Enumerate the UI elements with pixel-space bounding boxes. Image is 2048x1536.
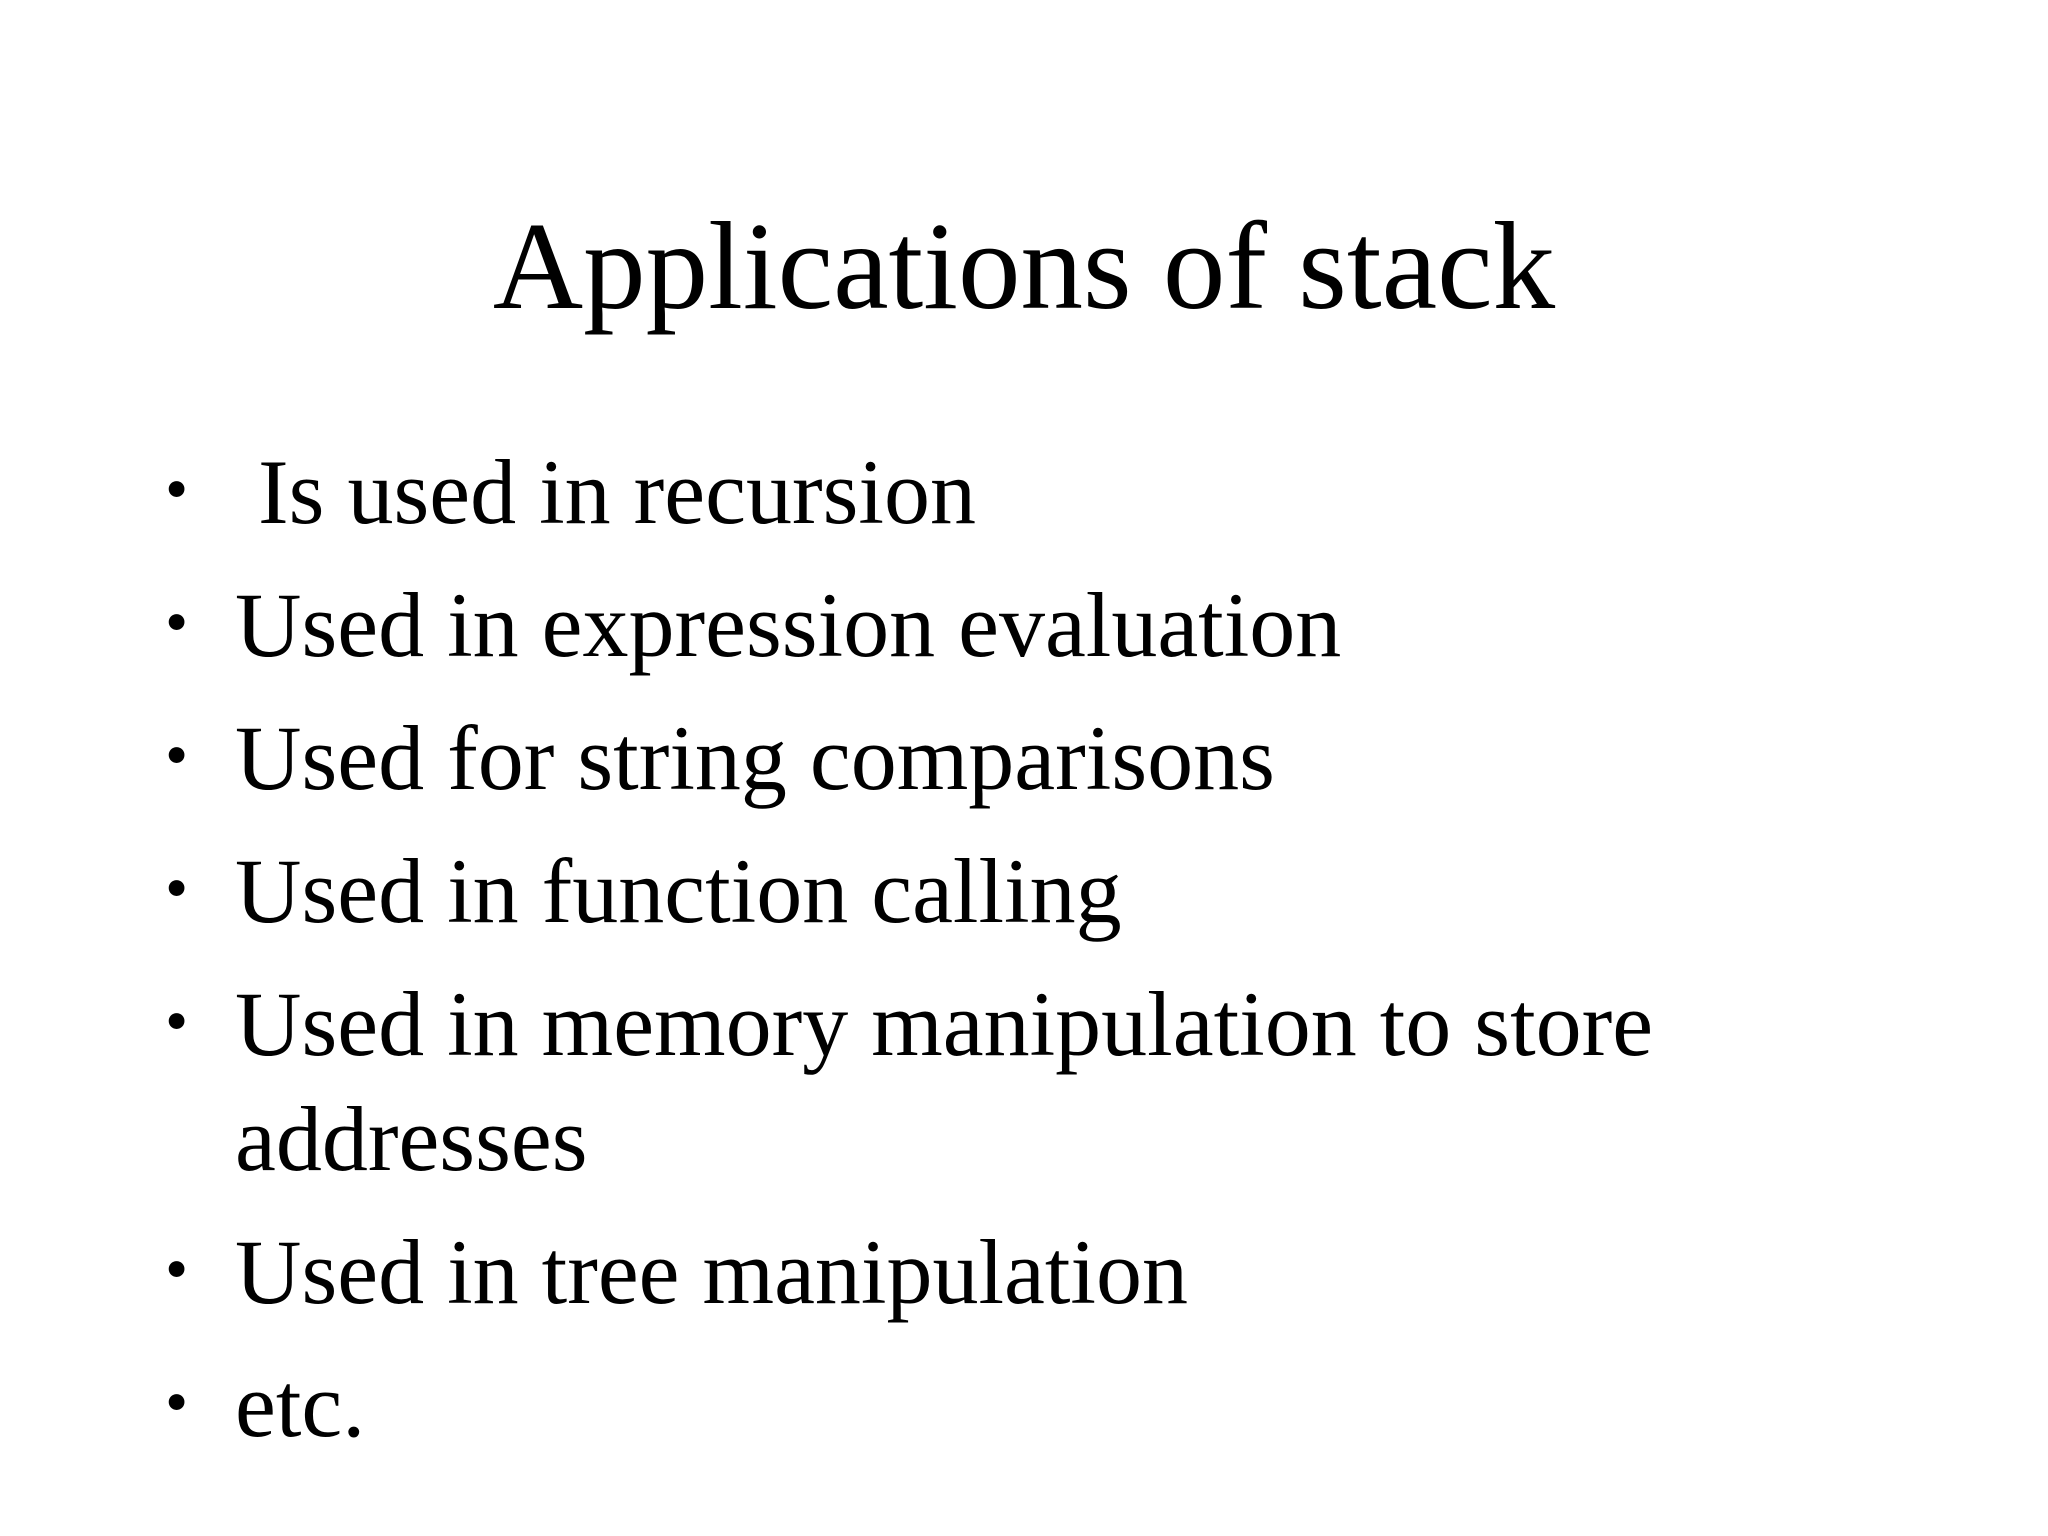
- bullet-icon: •: [165, 1233, 189, 1307]
- bullet-icon: •: [165, 852, 189, 926]
- bullet-icon: •: [165, 453, 189, 527]
- slide-title: Applications of stack: [492, 198, 1556, 336]
- bullet-text: Used for string comparisons: [235, 706, 1275, 809]
- bullet-item: • Used in function calling: [165, 834, 1795, 949]
- bullet-text: Used in memory manipulation to store add…: [235, 972, 1677, 1190]
- bullet-item: • Used in tree manipulation: [165, 1215, 1795, 1330]
- bullet-icon: •: [165, 719, 189, 793]
- bullet-text: Used in function calling: [235, 839, 1122, 942]
- bullet-text: Used in expression evaluation: [235, 573, 1342, 676]
- bullet-text: Used in tree manipulation: [235, 1220, 1188, 1323]
- bullet-item: • Is used in recursion: [165, 435, 1795, 550]
- bullet-item: • Used in expression evaluation: [165, 568, 1795, 683]
- bullet-icon: •: [165, 1366, 189, 1440]
- bullet-list: • Is used in recursion • Used in express…: [165, 435, 1795, 1463]
- bullet-icon: •: [165, 985, 189, 1059]
- bullet-text: etc.: [235, 1353, 366, 1456]
- bullet-item: • etc.: [165, 1348, 1795, 1463]
- bullet-text: Is used in recursion: [235, 440, 976, 543]
- bullet-icon: •: [165, 586, 189, 660]
- bullet-item: • Used in memory manipulation to store a…: [165, 967, 1795, 1197]
- bullet-item: • Used for string comparisons: [165, 701, 1795, 816]
